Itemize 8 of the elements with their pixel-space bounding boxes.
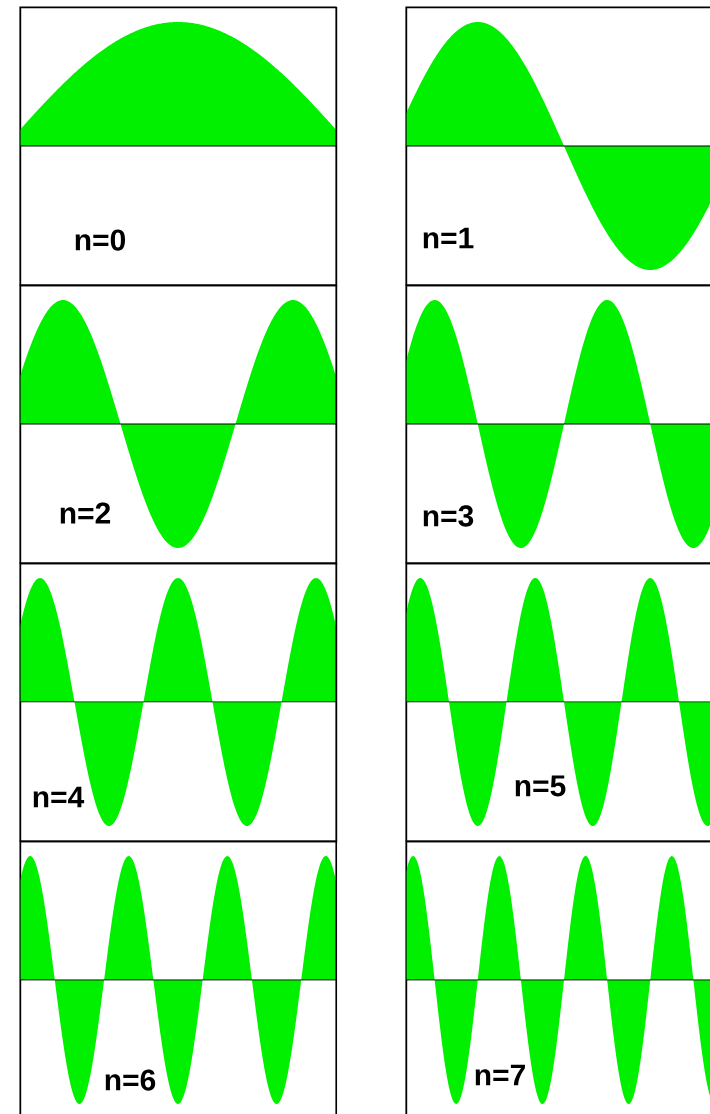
mode-label: n=0 xyxy=(75,229,126,251)
mode-label: n=5 xyxy=(515,775,566,797)
mode-label: n=4 xyxy=(33,786,85,808)
mode-label: n=6 xyxy=(105,1069,156,1091)
mode-label: n=2 xyxy=(60,502,111,524)
mode-label: n=1 xyxy=(423,227,474,249)
mode-label: n=7 xyxy=(475,1064,525,1086)
mode-label: n=3 xyxy=(423,505,474,527)
